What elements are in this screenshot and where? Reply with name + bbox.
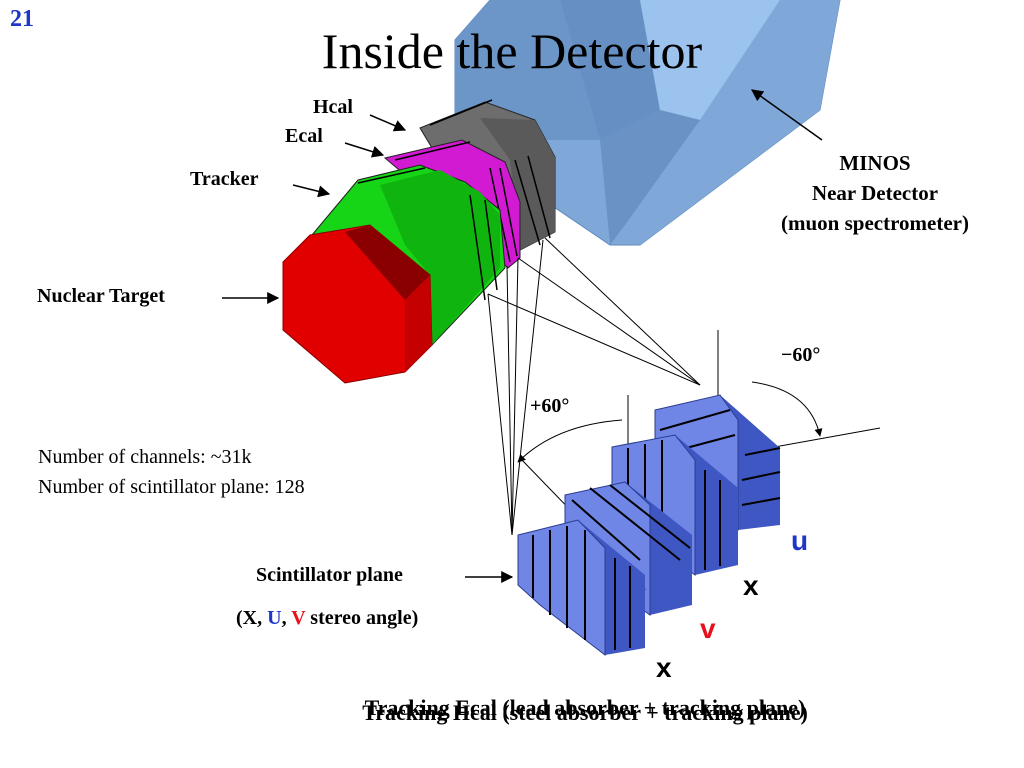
label-tracker: Tracker	[190, 168, 259, 190]
slide-number: 21	[10, 6, 34, 32]
plane-label-x-back: x	[743, 570, 759, 601]
minos-line-3: (muon spectrometer)	[781, 211, 969, 235]
stereo-u: U	[267, 607, 282, 629]
stereo-open: (X,	[236, 607, 268, 629]
stereo-rest: stereo angle)	[305, 607, 419, 629]
scintillator-planes	[517, 394, 781, 657]
label-stereo-angle: (X, U, V stereo angle)	[236, 607, 418, 630]
nuclear-target	[282, 224, 433, 384]
label-arrows	[222, 89, 823, 583]
label-minos: MINOS Near Detector (muon spectrometer)	[730, 148, 1020, 238]
minos-line-2: Near Detector	[811, 181, 939, 205]
info-planes: Number of scintillator plane: 128	[38, 476, 305, 498]
stereo-comma: ,	[281, 607, 292, 629]
label-scintillator-plane: Scintillator plane	[256, 564, 403, 586]
label-nuclear-target: Nuclear Target	[37, 285, 165, 307]
page-title: Inside the Detector	[321, 23, 703, 79]
caption-hcal: Tracking Hcal (steel absorber + tracking…	[362, 700, 808, 725]
label-ecal: Ecal	[285, 125, 323, 147]
info-block: Number of channels: ~31k Number of scint…	[38, 442, 305, 502]
caption-ecal: Tracking Ecal (lead absorber + tracking …	[364, 695, 806, 720]
label-hcal: Hcal	[313, 96, 353, 118]
label-minus-60: −60°	[781, 344, 821, 366]
plane-x-front	[517, 519, 645, 657]
label-plus-60: +60°	[530, 395, 570, 417]
plane-label-u: u	[791, 525, 809, 556]
stereo-v: V	[291, 607, 306, 629]
minos-line-1: MINOS	[839, 151, 911, 175]
info-channels: Number of channels: ~31k	[38, 446, 252, 468]
fan-lines	[487, 237, 701, 536]
plane-label-v: v	[700, 613, 716, 644]
plane-label-x-front: x	[656, 652, 672, 683]
